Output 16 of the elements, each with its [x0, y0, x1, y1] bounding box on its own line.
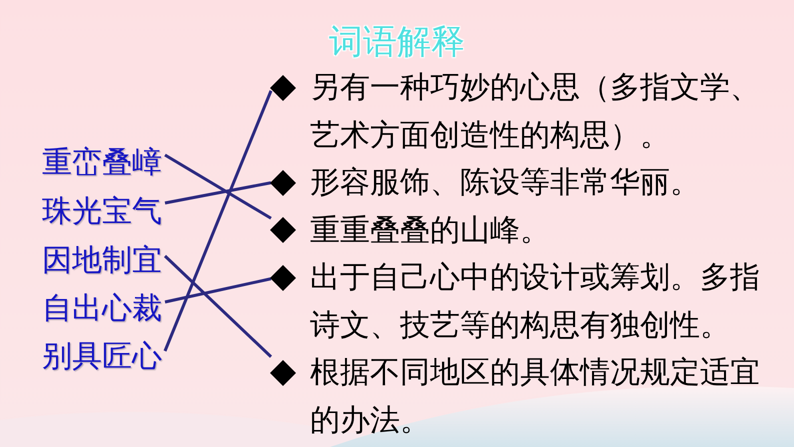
connector-line — [164, 154, 272, 220]
definition-text: 出于自己心中的设计或筹划。多指诗文、技艺等的构思有独创性。 — [310, 259, 761, 344]
definition-text: 重重叠叠的山峰。 — [310, 212, 551, 250]
term-text: 自出心裁 — [42, 290, 162, 328]
term-text: 珠光宝气 — [42, 193, 162, 231]
definition-text: 根据不同地区的具体情况规定适宜的办法。 — [310, 354, 761, 440]
term-text: 重峦叠嶂 — [42, 144, 162, 182]
connector-line — [164, 254, 272, 358]
definition-text: 另有一种巧妙的心思（多指文学、艺术方面创造性的构思）。 — [310, 69, 761, 154]
term-text: 因地制宜 — [42, 242, 162, 280]
connector-line — [164, 90, 272, 352]
definition-text: 形容服饰、陈设等非常华丽。 — [310, 164, 701, 202]
connector-line — [164, 277, 272, 304]
connector-line — [164, 181, 272, 204]
title: 词语解释 — [329, 21, 465, 64]
term-text: 别具匠心 — [42, 338, 162, 376]
